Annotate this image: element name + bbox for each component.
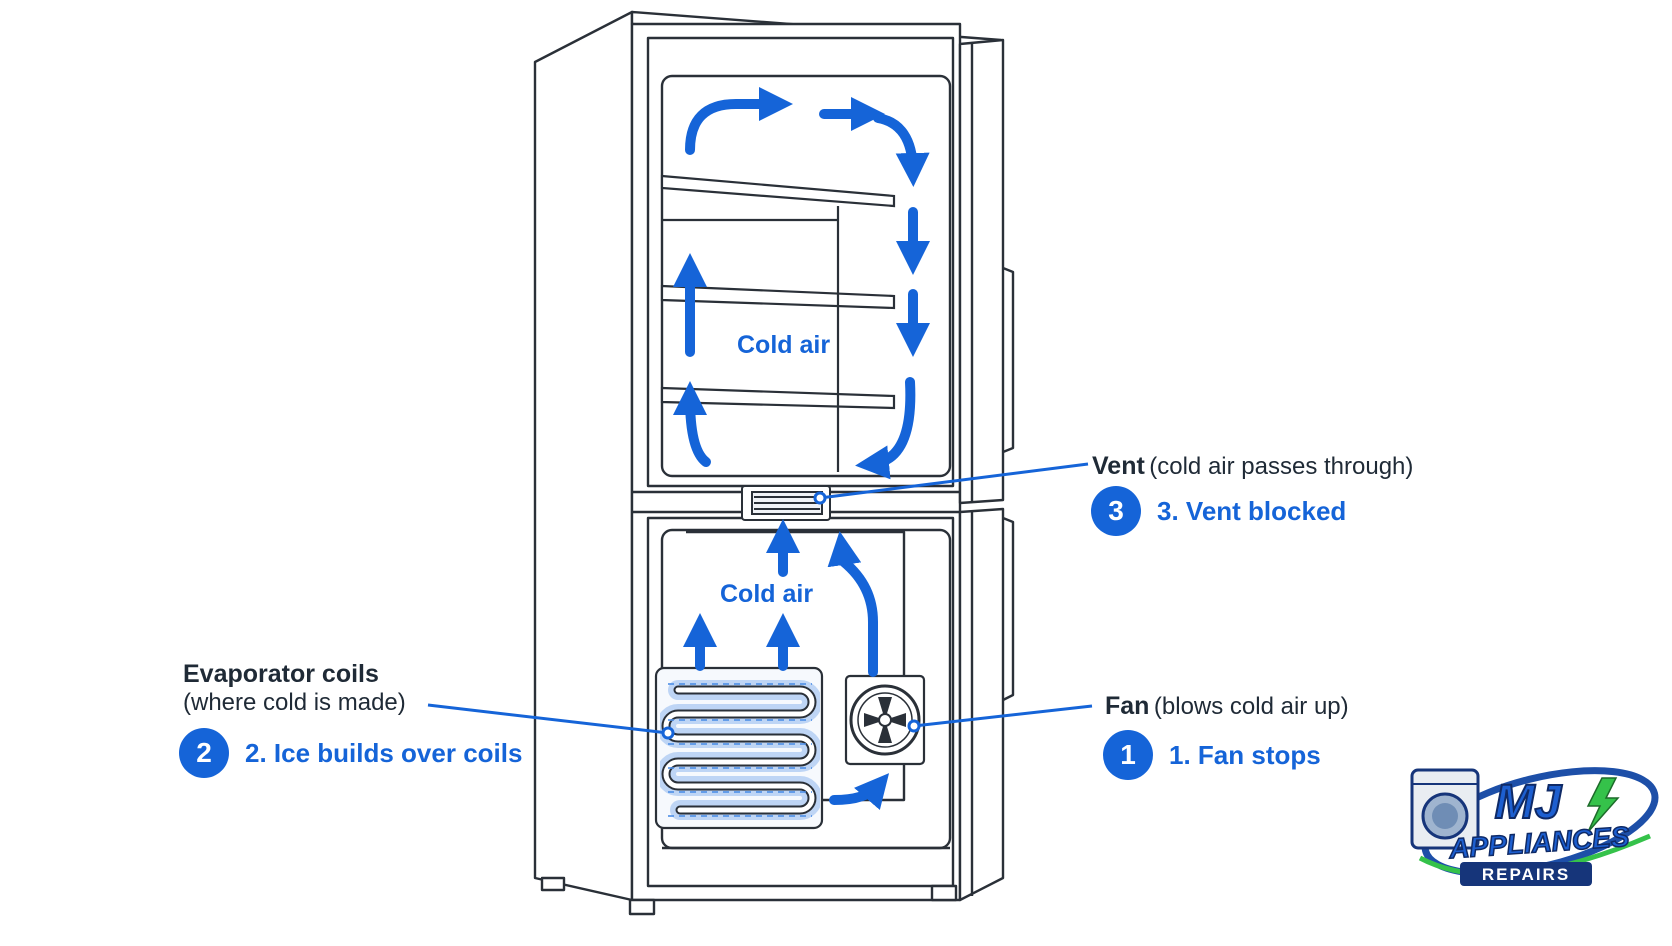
shelf-middle [660, 284, 896, 310]
shelf-top [660, 174, 896, 208]
arrow-right-down-3 [855, 377, 916, 480]
fan-leader-dot [907, 719, 921, 733]
vent-leader-line [819, 462, 1089, 500]
step-text: 2. Ice builds over coils [245, 737, 523, 768]
airflow-arrows [672, 86, 931, 810]
fan-title: Fan [1105, 692, 1150, 720]
evap-leader-line [427, 703, 669, 735]
arrow-right-curve [873, 113, 930, 187]
shelf-bottom [660, 386, 896, 410]
arrow-fan-to-coil [829, 773, 890, 810]
evap-leader-dot [661, 726, 675, 740]
evaporator-callout: Evaporator coils (where cold is made) [183, 660, 406, 716]
fan-description: (blows cold air up) [1153, 693, 1349, 720]
upper-shelves [660, 174, 896, 472]
arrow-left-up-2 [673, 380, 711, 467]
vent-description: (cold air passes through) [1149, 453, 1414, 480]
arrow-top-left-curve [685, 86, 794, 155]
step-vent-blocked: 3 3. Vent blocked [1091, 486, 1346, 536]
step-ice-builds: 2 2. Ice builds over coils [179, 728, 522, 778]
vent-callout: Vent (cold air passes through) [1092, 452, 1413, 481]
step-text: 1. Fan stops [1169, 739, 1321, 770]
vent-grille [741, 485, 831, 521]
arrow-lower-up-curve [827, 531, 878, 677]
step-number-badge: 2 [179, 728, 229, 778]
fan-leader-line [913, 704, 1093, 728]
evaporator-coils [654, 666, 824, 830]
callout-lines [427, 462, 1093, 740]
evaporator-description: (where cold is made) [183, 688, 406, 716]
step-fan-stops: 1 1. Fan stops [1103, 730, 1321, 780]
logo-line1: MJ [1495, 776, 1563, 829]
cold-air-label-upper: Cold air [737, 331, 831, 359]
step-number-badge: 3 [1091, 486, 1141, 536]
step-text: 3. Vent blocked [1157, 495, 1347, 526]
evaporator-title: Evaporator coils [183, 660, 379, 688]
logo-line3: REPAIRS [1482, 865, 1570, 884]
vent-leader-dot [813, 491, 827, 505]
step-number-badge: 1 [1103, 730, 1153, 780]
fan-callout: Fan (blows cold air up) [1105, 692, 1349, 721]
vent-title: Vent [1092, 452, 1145, 480]
cold-air-label-lower: Cold air [720, 580, 814, 608]
mj-appliances-logo: MJ APPLIANCES REPAIRS [1410, 767, 1659, 886]
lightning-icon [1586, 777, 1620, 833]
fan-unit [844, 674, 926, 766]
